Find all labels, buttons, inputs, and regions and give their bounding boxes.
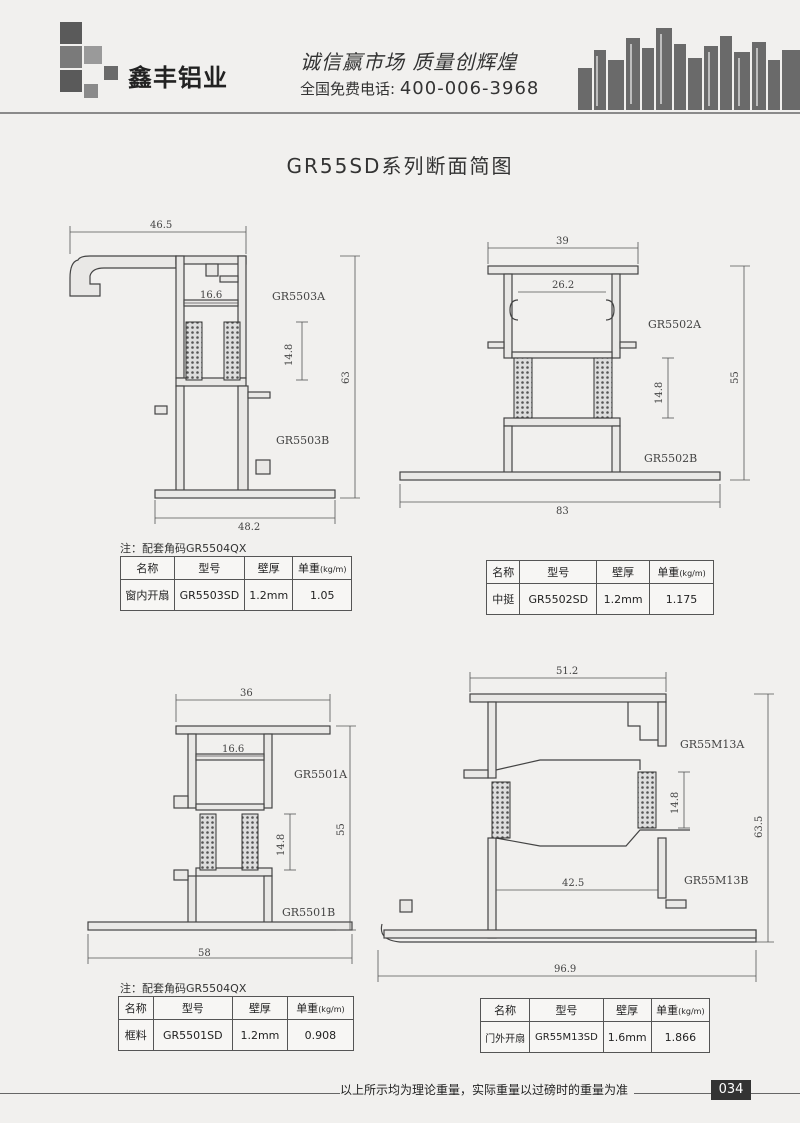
table-header-row: 名称 型号 壁厚 单重(kg/m) [485, 560, 714, 584]
header-model: 型号 [519, 560, 598, 584]
header-weight: 单重(kg/m) [649, 560, 714, 584]
dim-bottom-d4: 96.9 [554, 964, 576, 975]
table-row: 中挺 GR5502SD 1.2mm 1.175 [485, 583, 714, 615]
dim-bottom-d2: 83 [556, 506, 569, 517]
table-row: 门外开扇 GR55M13SD 1.6mm 1.866 [479, 1021, 711, 1053]
table-header-row: 名称 型号 壁厚 单重(kg/m) [479, 998, 711, 1022]
profile-drawing-gr5501 [87, 725, 353, 931]
cell-weight: 0.908 [286, 1019, 355, 1051]
dimension-lines-d1 [69, 226, 360, 524]
profile-drawing-gr5503 [69, 255, 336, 499]
cell-thickness: 1.2mm [232, 1019, 288, 1051]
header-weight: 单重(kg/m) [292, 556, 352, 580]
city-skyline-image [578, 28, 800, 110]
cell-weight: 1.175 [649, 583, 714, 615]
cell-model: GR5503SD [173, 579, 246, 611]
header-name: 名称 [485, 560, 521, 584]
header-thickness: 壁厚 [596, 560, 651, 584]
dim-bottom-d3: 58 [198, 948, 211, 959]
dimension-lines-d2 [399, 242, 750, 508]
dim-top-d1: 46.5 [150, 220, 172, 231]
dim-height-d1: 63 [341, 371, 352, 384]
spec-table-gr5501sd: 名称 型号 壁厚 单重(kg/m) 框料 GR5501SD 1.2mm 0.90… [118, 996, 355, 1051]
cell-name: 门外开扇 [479, 1021, 531, 1053]
header-thickness: 壁厚 [602, 998, 652, 1022]
cell-model: GR55M13SD [529, 1021, 604, 1053]
cell-name: 框料 [118, 1019, 154, 1051]
part-label-d3-top: GR5501A [294, 768, 348, 781]
page-number: 034 [711, 1080, 751, 1100]
hotline: 全国免费电话: 400-006-3968 [300, 78, 539, 99]
dim-top-d3: 36 [240, 688, 253, 699]
dimension-lines-d3 [87, 694, 356, 964]
dim-inner-d2: 26.2 [552, 280, 574, 291]
spec-table-gr5503sd: 名称 型号 壁厚 单重(kg/m) 窗内开扇 GR5503SD 1.2mm 1.… [120, 556, 352, 611]
logo-mark [60, 22, 118, 98]
header-name: 名称 [120, 556, 175, 580]
dim-mid-d1: 14.8 [284, 344, 295, 366]
table-note-t3: 注：配套角码GR5504QX [120, 982, 247, 995]
cell-name: 窗内开扇 [120, 579, 175, 611]
table-header-row: 名称 型号 壁厚 单重(kg/m) [118, 996, 355, 1020]
cell-thickness: 1.2mm [596, 583, 651, 615]
gasket-d4 [491, 771, 657, 839]
hotline-label: 全国免费电话: [300, 80, 396, 98]
dimension-lines-d4 [377, 672, 774, 982]
cell-model: GR5501SD [152, 1019, 234, 1051]
header-model: 型号 [529, 998, 604, 1022]
header-model: 型号 [173, 556, 246, 580]
spec-table-gr55m13sd: 名称 型号 壁厚 单重(kg/m) 门外开扇 GR55M13SD 1.6mm 1… [479, 998, 711, 1053]
cell-weight: 1.05 [292, 579, 352, 611]
dim-height-d3: 55 [336, 823, 347, 836]
dim-mid-d2: 14.8 [654, 382, 665, 404]
dim-inner-d4: 42.5 [562, 878, 584, 889]
dim-height-d4: 63.5 [754, 816, 765, 838]
gasket-d1 [185, 321, 241, 381]
dim-mid-d3: 14.8 [276, 834, 287, 856]
hotline-number: 400-006-3968 [399, 78, 540, 99]
slogan: 诚信赢市场 质量创辉煌 [300, 50, 518, 74]
cell-name: 中挺 [485, 583, 521, 615]
header-name: 名称 [118, 996, 154, 1020]
brand-name: 鑫丰铝业 [128, 63, 228, 92]
part-label-d3-bottom: GR5501B [282, 906, 335, 919]
dim-inner-d1: 16.6 [200, 290, 222, 301]
part-label-d4-bottom: GR55M13B [684, 874, 748, 887]
header-divider [0, 112, 800, 114]
header-name: 名称 [479, 998, 531, 1022]
part-label-d1-bottom: GR5503B [276, 434, 329, 447]
dim-inner-d3: 16.6 [222, 744, 244, 755]
header-thickness: 壁厚 [244, 556, 294, 580]
profile-drawing-gr55m13 [380, 693, 757, 943]
header-thickness: 壁厚 [232, 996, 288, 1020]
part-label-d2-top: GR5502A [648, 318, 702, 331]
table-row: 窗内开扇 GR5503SD 1.2mm 1.05 [120, 579, 352, 611]
dim-height-d2: 55 [730, 371, 741, 384]
header-model: 型号 [152, 996, 234, 1020]
cell-model: GR5502SD [519, 583, 598, 615]
profile-drawing-gr5502 [399, 265, 721, 481]
gasket-d2 [513, 357, 613, 419]
cell-thickness: 1.6mm [602, 1021, 652, 1053]
page-title: GR55SD系列断面简图 [286, 154, 514, 178]
dim-bottom-d1: 48.2 [238, 522, 260, 533]
part-label-d1-top: GR5503A [272, 290, 326, 303]
dim-top-d2: 39 [556, 236, 569, 247]
header-weight: 单重(kg/m) [650, 998, 711, 1022]
dim-top-d4: 51.2 [556, 666, 578, 677]
part-label-d4-top: GR55M13A [680, 738, 745, 751]
table-note-t1: 注：配套角码GR5504QX [120, 542, 247, 555]
spec-table-gr5502sd: 名称 型号 壁厚 单重(kg/m) 中挺 GR5502SD 1.2mm 1.17… [485, 560, 714, 615]
dim-mid-d4: 14.8 [670, 792, 681, 814]
page-header: 鑫丰铝业 诚信赢市场 质量创辉煌 全国免费电话: 400-006-3968 [0, 0, 800, 118]
part-label-d2-bottom: GR5502B [644, 452, 697, 465]
footer-note: 以上所示均为理论重量，实际重量以过磅时的重量为准 [340, 1081, 635, 1098]
table-row: 框料 GR5501SD 1.2mm 0.908 [118, 1019, 355, 1051]
cell-weight: 1.866 [650, 1021, 711, 1053]
table-header-row: 名称 型号 壁厚 单重(kg/m) [120, 556, 352, 580]
gasket-d3 [199, 813, 259, 871]
cell-thickness: 1.2mm [244, 579, 294, 611]
header-weight: 单重(kg/m) [286, 996, 355, 1020]
